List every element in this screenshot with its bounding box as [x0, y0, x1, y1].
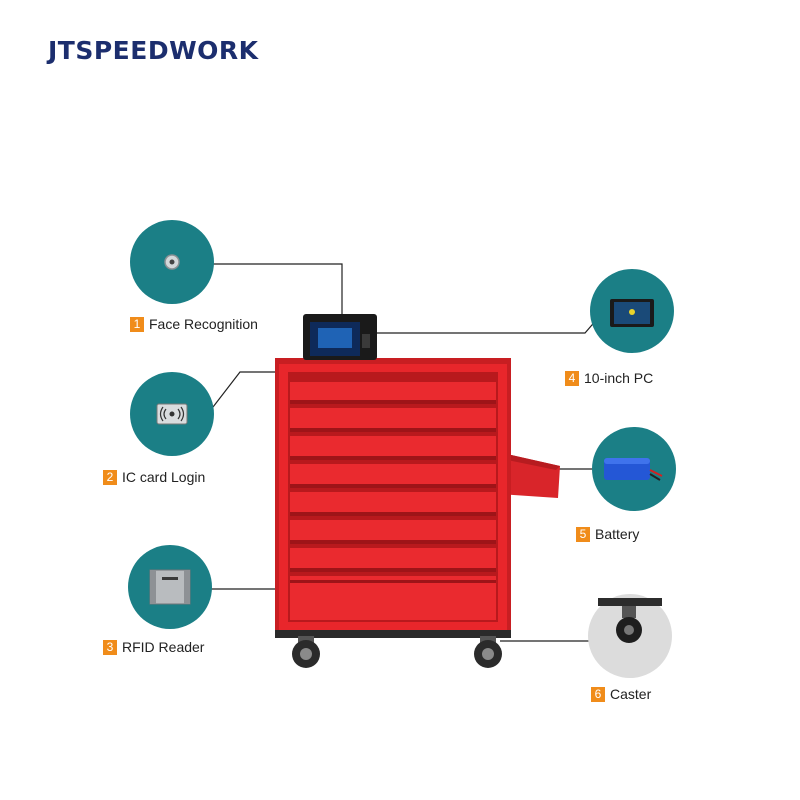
feature-label-text: Face Recognition [149, 316, 258, 332]
connector-pc [374, 317, 599, 334]
feature-label-10-inch-pc: 4 10-inch PC [565, 370, 653, 386]
feature-number-badge: 4 [565, 370, 579, 386]
feature-label-text: Caster [610, 686, 652, 702]
feature-number-badge: 2 [103, 469, 117, 485]
callout-pc [590, 269, 674, 353]
feature-number-badge: 6 [591, 686, 605, 702]
drawer [290, 382, 496, 404]
battery-pack-icon [604, 458, 663, 481]
drawer [290, 408, 496, 432]
brand-logo: JTSPEEDWORK [48, 36, 259, 65]
drawer [290, 520, 496, 544]
feature-label-text: IC card Login [122, 469, 206, 485]
connector-face [212, 263, 343, 314]
feature-label-caster: 6 Caster [591, 686, 651, 702]
tool-cabinet [275, 314, 560, 668]
feature-label-rfid-reader: 3 RFID Reader [103, 639, 204, 655]
ic-card-reader-icon [156, 403, 188, 425]
cabinet-caster-left [292, 636, 320, 668]
feature-label-face-recognition: 1 Face Recognition [130, 316, 258, 332]
caster-wheel-icon [598, 598, 662, 643]
feature-number-badge: 5 [576, 526, 590, 542]
feature-label-battery: 5 Battery [576, 526, 639, 542]
callout-face [130, 220, 214, 304]
feature-label-text: Battery [595, 526, 640, 542]
drawer [290, 576, 496, 620]
drawers [290, 382, 496, 620]
drawer [290, 436, 496, 460]
drawer [290, 492, 496, 516]
callout-ic [130, 372, 214, 456]
feature-label-ic-card-login: 2 IC card Login [103, 469, 205, 485]
feature-label-text: RFID Reader [122, 639, 205, 655]
callout-rfid [128, 545, 212, 629]
feature-number-badge: 3 [103, 639, 117, 655]
drawer [290, 464, 496, 488]
tablet-pc-icon [610, 299, 654, 327]
feature-label-text: 10-inch PC [584, 370, 654, 386]
callout-caster [588, 594, 672, 678]
feature-number-badge: 1 [130, 316, 144, 332]
callout-battery [592, 427, 676, 511]
cabinet-tablet [303, 314, 377, 360]
rfid-reader-icon [149, 569, 191, 605]
cabinet-caster-right [474, 636, 502, 668]
drawer [290, 548, 496, 572]
